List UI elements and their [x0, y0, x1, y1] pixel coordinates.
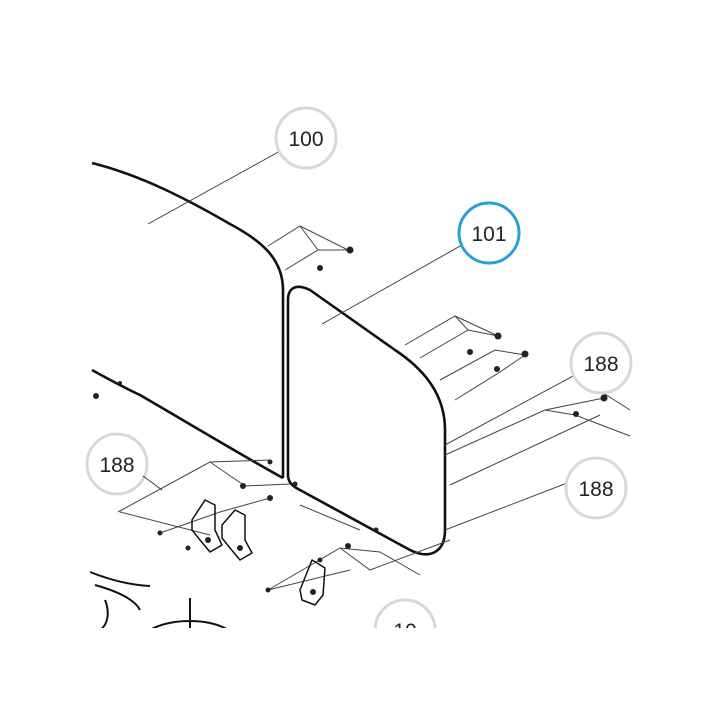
washer	[600, 394, 608, 402]
leader-188-left	[142, 475, 163, 491]
washer	[292, 481, 298, 487]
washer	[521, 350, 529, 358]
washer	[317, 265, 323, 271]
hinge-bracket-right	[299, 559, 326, 606]
callout-188-left[interactable]: 188	[85, 432, 149, 496]
callout-101[interactable]: 101	[457, 201, 521, 265]
washer	[494, 332, 502, 340]
leader-101	[321, 244, 463, 325]
washer	[265, 587, 271, 593]
washer	[467, 349, 473, 355]
callout-188-upper-right-label: 188	[583, 353, 618, 376]
washer	[267, 459, 273, 465]
washer	[93, 393, 99, 399]
callout-188-upper-right[interactable]: 188	[569, 331, 633, 395]
washer	[345, 543, 351, 549]
hinge-bracket-left	[191, 499, 253, 561]
washer	[573, 411, 579, 417]
bottom-crop-mask	[0, 628, 720, 720]
washer	[373, 527, 379, 533]
callout-100-label: 100	[288, 128, 323, 151]
washer	[346, 246, 354, 254]
panel-100-outline	[91, 161, 285, 480]
hardware-lines-top	[267, 225, 631, 486]
panel-101-outline	[286, 285, 447, 556]
washer	[240, 483, 246, 489]
washer	[494, 366, 500, 372]
callout-188-lower-right-label: 188	[578, 478, 613, 501]
callout-101-label: 101	[471, 223, 506, 246]
washer	[185, 545, 191, 551]
washer-group	[93, 246, 608, 593]
callout-188-left-label: 188	[99, 454, 134, 477]
washer	[157, 530, 163, 536]
callout-100[interactable]: 100	[274, 106, 338, 170]
stand-partial	[89, 571, 229, 631]
washer	[267, 495, 273, 501]
washer	[118, 381, 122, 385]
washer	[317, 557, 323, 563]
hardware-lines-bottom	[117, 459, 576, 591]
leader-100	[147, 149, 283, 225]
callout-188-lower-right[interactable]: 188	[564, 456, 628, 520]
